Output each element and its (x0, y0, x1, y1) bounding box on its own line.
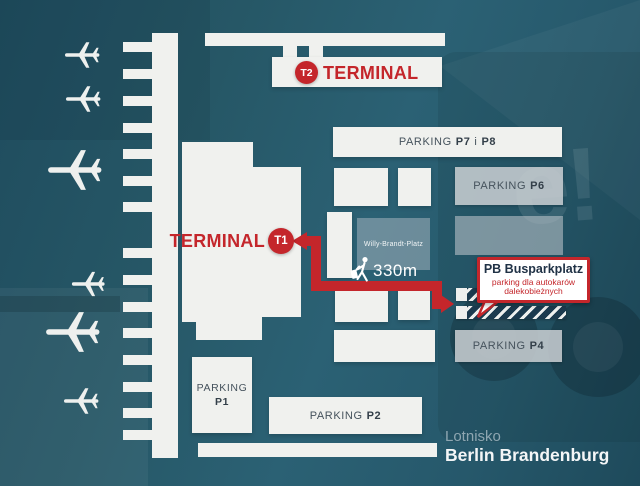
parking-code: P8 (481, 136, 497, 148)
pier-stub (123, 302, 153, 312)
background-bus-wheel-hub (573, 322, 623, 372)
airplane-icon (71, 271, 105, 297)
t2-label: TERMINAL (323, 63, 419, 83)
t2-badge: T2 (295, 61, 318, 84)
pier-stub (123, 96, 153, 106)
building-block (335, 285, 388, 322)
parking-p2: PARKING P2 (269, 397, 422, 434)
t2-connector (283, 45, 297, 59)
parking-p1: PARKING P1 (192, 357, 252, 433)
t1-badge: T1 (268, 228, 294, 254)
pier-stub (123, 42, 153, 52)
pier-stub (123, 275, 153, 285)
parking-p6: PARKING P6 (455, 167, 563, 205)
pier-stub (123, 123, 153, 133)
bus-parking-row (456, 306, 566, 319)
willy-brandt-platz-label: Willy-Brandt-Platz (363, 240, 424, 248)
bottom-road (198, 443, 437, 457)
pier-stub (123, 408, 153, 418)
parking-label: PARKING (196, 382, 248, 394)
building-block (398, 285, 430, 320)
airport-title: Berlin Brandenburg (445, 445, 610, 465)
airplane-icon (65, 42, 100, 68)
building-block (327, 212, 352, 278)
parking-p4: PARKING P4 (455, 330, 562, 362)
airplane-icon (46, 312, 100, 352)
gray-area (455, 216, 563, 255)
background-shade-top-left (0, 0, 210, 140)
airplane-icon (48, 150, 102, 190)
airplane-icon (66, 86, 101, 112)
callout-subtitle-line2: dalekobieżnych (504, 286, 563, 297)
pier-stub (123, 328, 153, 338)
pier-stub (123, 202, 153, 212)
t2-connector (309, 45, 323, 59)
parking-code: P4 (529, 340, 545, 352)
parking-p7-p8: PARKING P7 i P8 (333, 127, 562, 157)
parking-label: PARKING (309, 409, 363, 422)
pier-stub (123, 176, 153, 186)
pier-stub (123, 69, 153, 79)
t1-label: TERMINAL (169, 231, 265, 251)
distance-label: 330m (373, 261, 418, 280)
terminal-pier (152, 33, 178, 458)
access-road-top (205, 33, 445, 46)
pier-stub (123, 355, 153, 365)
walking-person-icon (350, 257, 368, 282)
parking-code: P1 (214, 396, 230, 408)
building-block (334, 168, 388, 206)
parking-code: P6 (530, 180, 545, 192)
building-block (398, 168, 431, 206)
parking-code: P7 (455, 136, 471, 148)
parking-label: PARKING (472, 340, 526, 352)
background-building-silhouette (0, 296, 120, 312)
pier-stub (123, 382, 153, 392)
pier-stub (123, 430, 153, 440)
pier-stub (123, 248, 153, 258)
parking-label: PARKING (473, 180, 527, 192)
parking-label: i (474, 136, 478, 148)
callout-pb-busparkplatz: PB Busparkplatz parking dla autokarów da… (477, 257, 590, 303)
parking-label: PARKING (398, 136, 452, 148)
airplane-icon (64, 388, 99, 414)
pier-stub (123, 149, 153, 159)
callout-title: PB Busparkplatz (483, 262, 584, 277)
airport-subtitle: Lotnisko (445, 428, 501, 445)
parking-code: P2 (366, 409, 382, 422)
building-block (334, 330, 435, 362)
callout-subtitle-line1: parking dla autokarów (491, 276, 576, 287)
